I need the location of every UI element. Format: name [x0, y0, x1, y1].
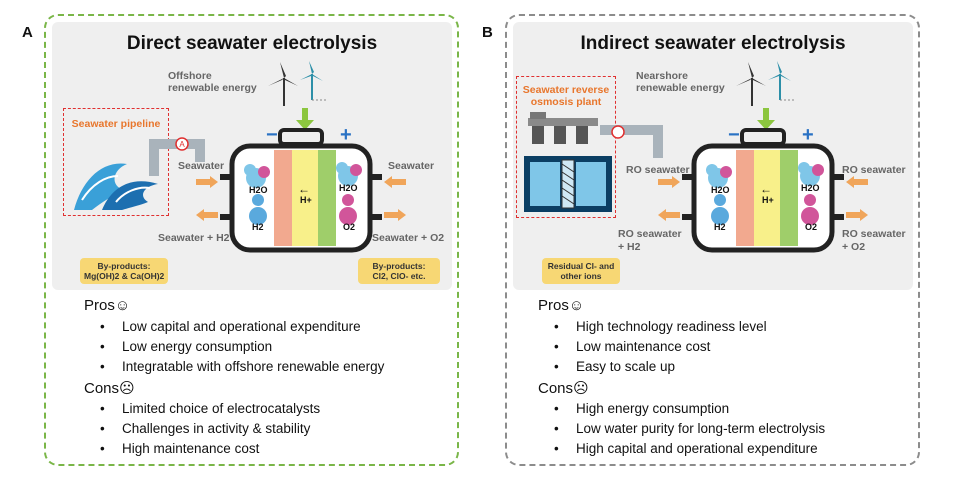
panel-a-frame [44, 14, 459, 466]
o2-label: O2 [343, 222, 356, 232]
energy-arrow-icon [757, 108, 775, 130]
arrow-in-right-icon [384, 176, 406, 188]
proton-label: H+ [762, 195, 774, 205]
seawater-in-left-label: Seawater [178, 160, 225, 172]
panel-a-pros-title: Pros☺ [84, 297, 131, 314]
list-item: Challenges in activity & stability [100, 419, 320, 439]
panel-b-pros-list: High technology readiness level Low main… [538, 317, 767, 377]
proton-label: H+ [300, 195, 312, 205]
h2-label: H2 [714, 222, 726, 232]
svg-text:A: A [179, 140, 185, 149]
panel-a-title: Direct seawater electrolysis [126, 33, 378, 54]
panel-b-letter: B [482, 24, 493, 41]
list-item: Integratable with offshore renewable ene… [100, 357, 384, 377]
h2o-right-label: H2O [339, 183, 358, 193]
arrow-in-left-icon [196, 176, 218, 188]
panel-b-pros-title: Pros☺ [538, 297, 585, 314]
ro-out-right-label: RO seawater + O2 [842, 228, 906, 253]
arrow-out-right-icon [846, 209, 868, 221]
pipeline-label: Seawater pipeline [71, 118, 161, 130]
panel-b-frame [505, 14, 920, 466]
seawater-pipeline-box [63, 108, 169, 216]
panel-a-cons-list: Limited choice of electrocatalysts Chall… [84, 399, 320, 459]
arrow-out-left-icon [658, 209, 680, 221]
list-item: Low maintenance cost [554, 337, 767, 357]
ro-in-right-label: RO seawater [842, 164, 906, 176]
byproducts-right-badge: By-products: Cl2, ClO- etc. [358, 258, 440, 284]
list-item: Limited choice of electrocatalysts [100, 399, 320, 419]
wave-icon [74, 163, 158, 210]
byproducts-left-badge: By-products: Mg(OH)2 & Ca(OH)2 [80, 258, 168, 284]
panel-a-pros-list: Low capital and operational expenditure … [84, 317, 384, 377]
energy-arrow-icon [296, 108, 314, 130]
cell-minus-sign: − [728, 124, 740, 146]
list-item: High technology readiness level [554, 317, 767, 337]
list-item: Low energy consumption [100, 337, 384, 357]
electrolyzer-cell [220, 128, 382, 253]
arrow-out-right-icon [384, 209, 406, 221]
panel-a-energy-label: Offshore renewable energy [168, 70, 257, 94]
list-item: High energy consumption [554, 399, 825, 419]
cell-plus-sign: + [802, 124, 814, 146]
proton-arrow-icon: ← [298, 182, 310, 196]
pipe-icon [600, 125, 663, 158]
list-item: High maintenance cost [100, 439, 320, 459]
panel-b-energy-label: Nearshore renewable energy [636, 70, 725, 94]
ro-out-left-label: RO seawater + H2 [618, 228, 682, 253]
list-item: Easy to scale up [554, 357, 767, 377]
seawater-in-right-label: Seawater [388, 160, 435, 172]
pipe-icon: A [149, 137, 205, 176]
arrow-in-right-icon [846, 176, 868, 188]
panel-a-cons-title: Cons☹ [84, 380, 135, 397]
o2-label: O2 [805, 222, 818, 232]
list-item: Low water purity for long-term electroly… [554, 419, 825, 439]
wind-turbine-icon [268, 61, 326, 106]
ro-plant-box [516, 76, 616, 218]
cell-minus-sign: − [266, 124, 278, 146]
panel-a-letter: A [22, 24, 33, 41]
seawater-out-right-label: Seawater + O2 [372, 232, 445, 244]
seawater-out-left-label: Seawater + H2 [158, 232, 230, 244]
h2-label: H2 [252, 222, 264, 232]
h2o-left-label: H2O [711, 185, 730, 195]
panel-b-cons-title: Cons☹ [538, 380, 589, 397]
h2o-left-label: H2O [249, 185, 268, 195]
electrolyzer-cell [682, 128, 844, 253]
panel-b-title: Indirect seawater electrolysis [580, 33, 846, 54]
ro-in-left-label: RO seawater [626, 164, 690, 176]
proton-arrow-icon: ← [760, 182, 772, 196]
panel-b-cons-list: High energy consumption Low water purity… [538, 399, 825, 459]
wind-turbine-icon [736, 61, 794, 106]
residual-ions-badge: Residual Cl- and other ions [542, 258, 620, 284]
list-item: High capital and operational expenditure [554, 439, 825, 459]
h2o-right-label: H2O [801, 183, 820, 193]
ro-plant-icon [524, 112, 612, 212]
ro-plant-label: Seawater reverse osmosis plant [522, 84, 610, 108]
arrow-out-left-icon [196, 209, 218, 221]
cell-plus-sign: + [340, 124, 352, 146]
list-item: Low capital and operational expenditure [100, 317, 384, 337]
arrow-in-left-icon [658, 176, 680, 188]
